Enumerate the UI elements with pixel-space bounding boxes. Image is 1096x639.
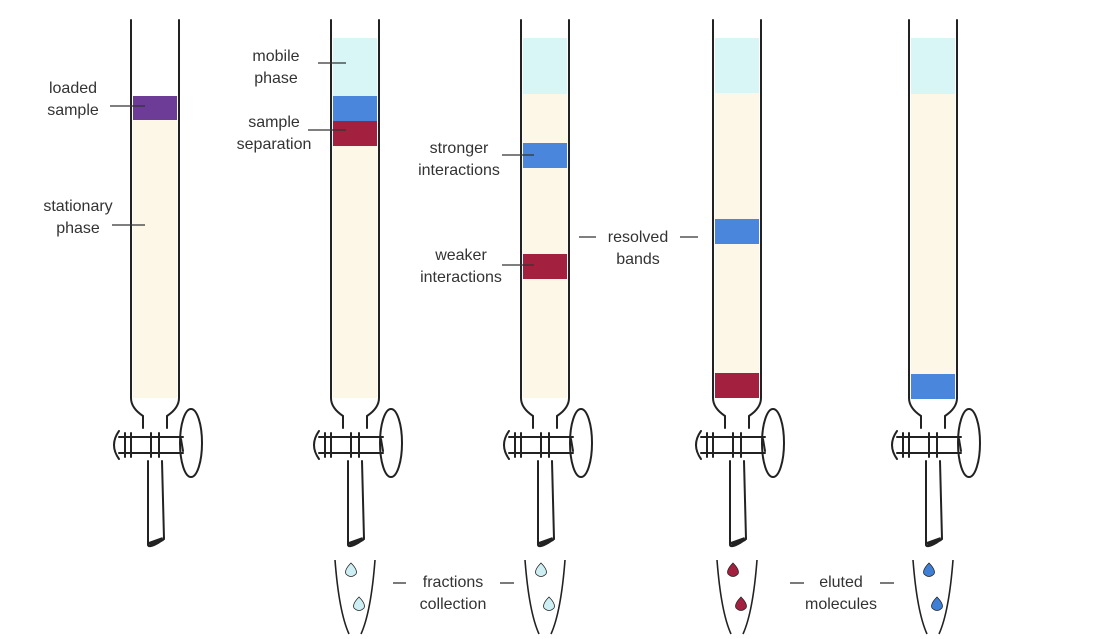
column-tip-opening: [926, 537, 942, 546]
stopcock-nut: [313, 430, 320, 460]
stopcock-threads: [124, 432, 132, 458]
stopcock-threads: [514, 432, 522, 458]
stopcock-threads: [324, 432, 332, 458]
eluted-drop: [727, 562, 739, 577]
stopcock-threads: [706, 432, 714, 458]
stopcock-nut: [695, 430, 702, 460]
eluted-drop: [345, 562, 357, 577]
eluted-drop: [735, 596, 747, 611]
red-band: [715, 373, 759, 398]
stopcock-handle-joint: [380, 438, 384, 452]
column-tip: [729, 460, 748, 548]
column-2-separation: [313, 19, 403, 635]
stopcock-plug: [928, 432, 938, 458]
stopcock-plug: [150, 432, 160, 458]
column-tip: [147, 460, 166, 548]
eluted-drop: [543, 596, 555, 611]
mobile-phase-fill: [911, 38, 955, 94]
mobile-phase-fill: [523, 38, 567, 94]
column-empty-top: [523, 20, 567, 38]
column-empty-top: [133, 20, 177, 96]
column-right-wall: [166, 19, 180, 429]
stopcock-plug: [350, 432, 360, 458]
column-3-interactions: [503, 19, 593, 635]
stopcock-plug: [732, 432, 742, 458]
stopcock-nut: [503, 430, 510, 460]
stopcock-handle: [379, 408, 403, 478]
column-left-wall: [908, 19, 922, 429]
column-tip-opening: [538, 537, 554, 546]
stopcock-plug: [540, 432, 550, 458]
column-left-wall: [330, 19, 344, 429]
eluted-drop: [353, 596, 365, 611]
collection-tube: [912, 559, 954, 635]
column-tip-opening: [148, 537, 164, 546]
stopcock-handle-joint: [570, 438, 574, 452]
column-empty-top: [715, 20, 759, 38]
column-right-wall: [748, 19, 762, 429]
column-left-wall: [712, 19, 726, 429]
loaded-sample: [133, 96, 177, 120]
eluted-drop: [923, 562, 935, 577]
stopcock-handle: [761, 408, 785, 478]
column-5-blue-eluting: [891, 19, 981, 635]
column-1-loaded: [113, 19, 203, 548]
mobile-phase-fill: [715, 38, 759, 93]
column-left-wall: [520, 19, 534, 429]
stopcock-handle-joint: [958, 438, 962, 452]
stopcock-threads: [902, 432, 910, 458]
blue-band: [715, 219, 759, 244]
blue-band: [911, 374, 955, 399]
column-empty-top: [333, 20, 377, 38]
stopcock-handle: [179, 408, 203, 478]
stopcock-handle: [957, 408, 981, 478]
stopcock-handle-joint: [762, 438, 766, 452]
blue-band: [333, 96, 377, 121]
column-right-wall: [366, 19, 380, 429]
column-right-wall: [944, 19, 958, 429]
eluted-drop: [535, 562, 547, 577]
mobile-phase-fill: [333, 38, 377, 96]
column-tip: [347, 460, 366, 548]
column-right-wall: [556, 19, 570, 429]
column-tip-opening: [730, 537, 746, 546]
column-left-wall: [130, 19, 144, 429]
collection-tube: [334, 559, 376, 635]
column-tip-opening: [348, 537, 364, 546]
red-band: [333, 121, 377, 146]
stopcock-handle: [569, 408, 593, 478]
collection-tube: [716, 559, 758, 635]
column-empty-top: [911, 20, 955, 38]
red-band: [523, 254, 567, 279]
collection-tube: [524, 559, 566, 635]
stopcock-nut: [113, 430, 120, 460]
column-tip: [537, 460, 556, 548]
stopcock-handle-joint: [180, 438, 184, 452]
eluted-drop: [931, 596, 943, 611]
stopcock-nut: [891, 430, 898, 460]
column-tip: [925, 460, 944, 548]
column-4-red-eluting: [695, 19, 785, 635]
